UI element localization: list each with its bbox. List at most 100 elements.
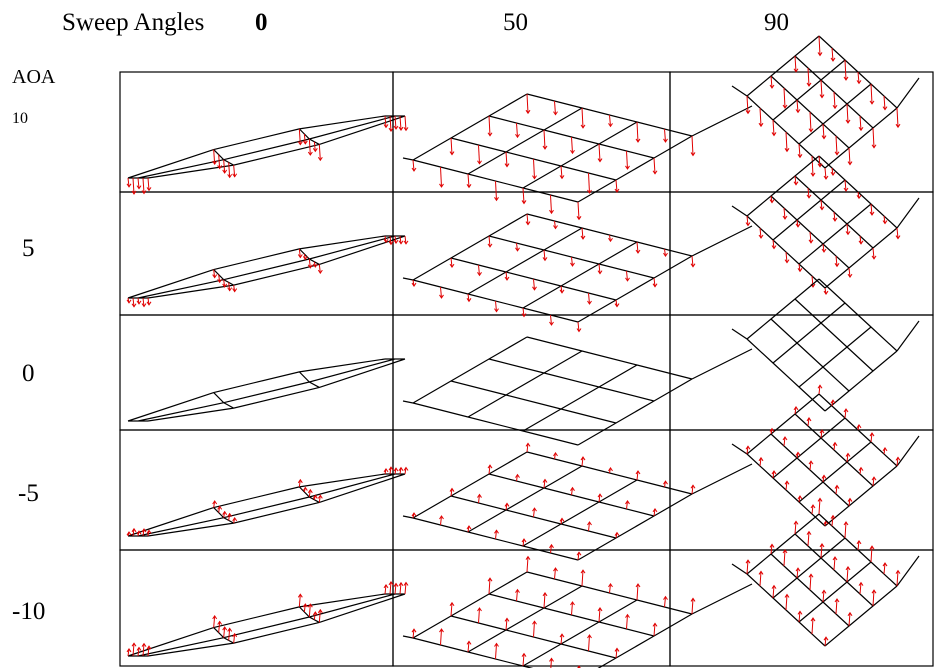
load-arrow	[394, 235, 397, 244]
load-arrow-head	[317, 494, 323, 499]
load-arrow	[581, 227, 584, 239]
load-arrow-head	[439, 515, 444, 520]
load-arrow-head	[819, 429, 825, 434]
load-arrow-head	[808, 128, 814, 133]
load-arrow	[872, 127, 875, 148]
load-arrow-head	[212, 160, 218, 165]
load-arrow	[822, 243, 825, 253]
load-arrow-head	[845, 565, 851, 571]
load-arrow-head	[136, 646, 142, 651]
load-arrow	[835, 598, 838, 615]
load-arrow	[389, 581, 392, 595]
load-arrow-head	[515, 247, 520, 252]
load-arrow-head	[222, 510, 228, 515]
load-arrow-head	[663, 252, 668, 258]
aoa-label-minus5: -5	[18, 480, 39, 507]
load-arrow-head	[895, 235, 901, 240]
load-arrow	[870, 83, 873, 104]
load-arrow	[488, 235, 491, 247]
load-arrow-head	[843, 76, 849, 81]
load-arrow-head	[871, 255, 877, 260]
load-arrow	[783, 87, 786, 109]
load-arrow-head	[576, 551, 582, 556]
load-arrow-head	[312, 611, 318, 616]
load-arrow	[132, 528, 135, 537]
load-arrow-head	[146, 187, 152, 192]
load-arrow	[137, 177, 140, 189]
load-arrow-head	[856, 540, 862, 545]
load-arrow	[298, 128, 301, 145]
load-arrow	[824, 167, 827, 180]
load-arrow	[615, 648, 618, 659]
load-arrow-head	[821, 135, 827, 140]
panel-cell-r3-c0	[119, 429, 394, 551]
load-arrow-head	[769, 84, 775, 89]
load-arrow	[223, 279, 226, 288]
load-arrow-head	[843, 408, 849, 413]
load-arrow-head	[487, 464, 493, 469]
load-arrow-head	[449, 601, 455, 607]
wing-panel-r4-c0	[126, 580, 409, 657]
load-arrow	[798, 611, 801, 623]
load-arrow-head	[830, 57, 836, 62]
load-arrow	[303, 133, 306, 144]
load-arrow	[772, 119, 775, 136]
load-arrow-head	[847, 497, 853, 502]
load-arrow-head	[597, 493, 603, 498]
load-arrow-head	[232, 288, 238, 293]
load-arrow	[796, 568, 799, 579]
load-arrow-head	[608, 583, 613, 588]
load-arrow	[588, 634, 590, 652]
load-arrow	[846, 103, 849, 123]
load-arrow-head	[297, 254, 303, 259]
load-arrow	[516, 589, 518, 602]
load-arrow	[848, 498, 851, 507]
load-arrow-head	[403, 581, 409, 586]
load-arrow	[308, 138, 311, 156]
load-arrow-head	[521, 313, 527, 318]
load-arrow	[872, 477, 875, 487]
load-arrow-head	[542, 478, 548, 483]
load-arrow	[467, 293, 470, 302]
load-arrow	[835, 255, 838, 267]
load-arrow-head	[439, 183, 444, 188]
load-arrow-head	[141, 528, 147, 533]
load-arrow	[807, 531, 810, 547]
load-arrow-head	[635, 583, 641, 588]
load-arrow-head	[549, 209, 554, 215]
load-arrow-head	[227, 512, 233, 517]
load-arrow-head	[131, 303, 137, 308]
load-arrow	[213, 269, 216, 278]
load-arrow	[822, 123, 825, 139]
load-arrow	[399, 582, 402, 595]
load-arrow-head	[830, 399, 836, 404]
load-arrow-head	[297, 141, 303, 146]
load-arrow-head	[635, 249, 641, 254]
load-arrow-head	[758, 122, 764, 128]
load-arrow	[571, 256, 573, 267]
load-arrow-head	[126, 531, 132, 536]
load-arrow-head	[487, 132, 493, 137]
load-arrow-head	[614, 188, 620, 193]
load-arrow-head	[411, 167, 417, 172]
load-arrow	[653, 277, 656, 287]
load-arrow-head	[795, 223, 801, 228]
panel-cell-r1-c1	[392, 191, 671, 316]
load-arrow-head	[856, 194, 862, 200]
load-arrow-head	[690, 263, 696, 268]
load-arrow	[228, 162, 231, 178]
load-arrow	[560, 634, 563, 645]
load-arrow	[615, 179, 618, 193]
load-arrow-head	[477, 160, 482, 165]
load-arrow	[798, 263, 801, 272]
load-arrow-head	[834, 151, 840, 156]
load-arrow-head	[532, 620, 537, 625]
load-arrow	[389, 235, 392, 245]
wing-panel-r0-c2	[731, 35, 920, 180]
load-arrow-head	[614, 647, 620, 652]
load-arrow-head	[652, 283, 658, 288]
load-arrow	[796, 99, 799, 113]
load-arrow-head	[388, 466, 394, 471]
load-arrow	[554, 220, 556, 229]
wing-panel-r0-c0	[126, 115, 409, 195]
